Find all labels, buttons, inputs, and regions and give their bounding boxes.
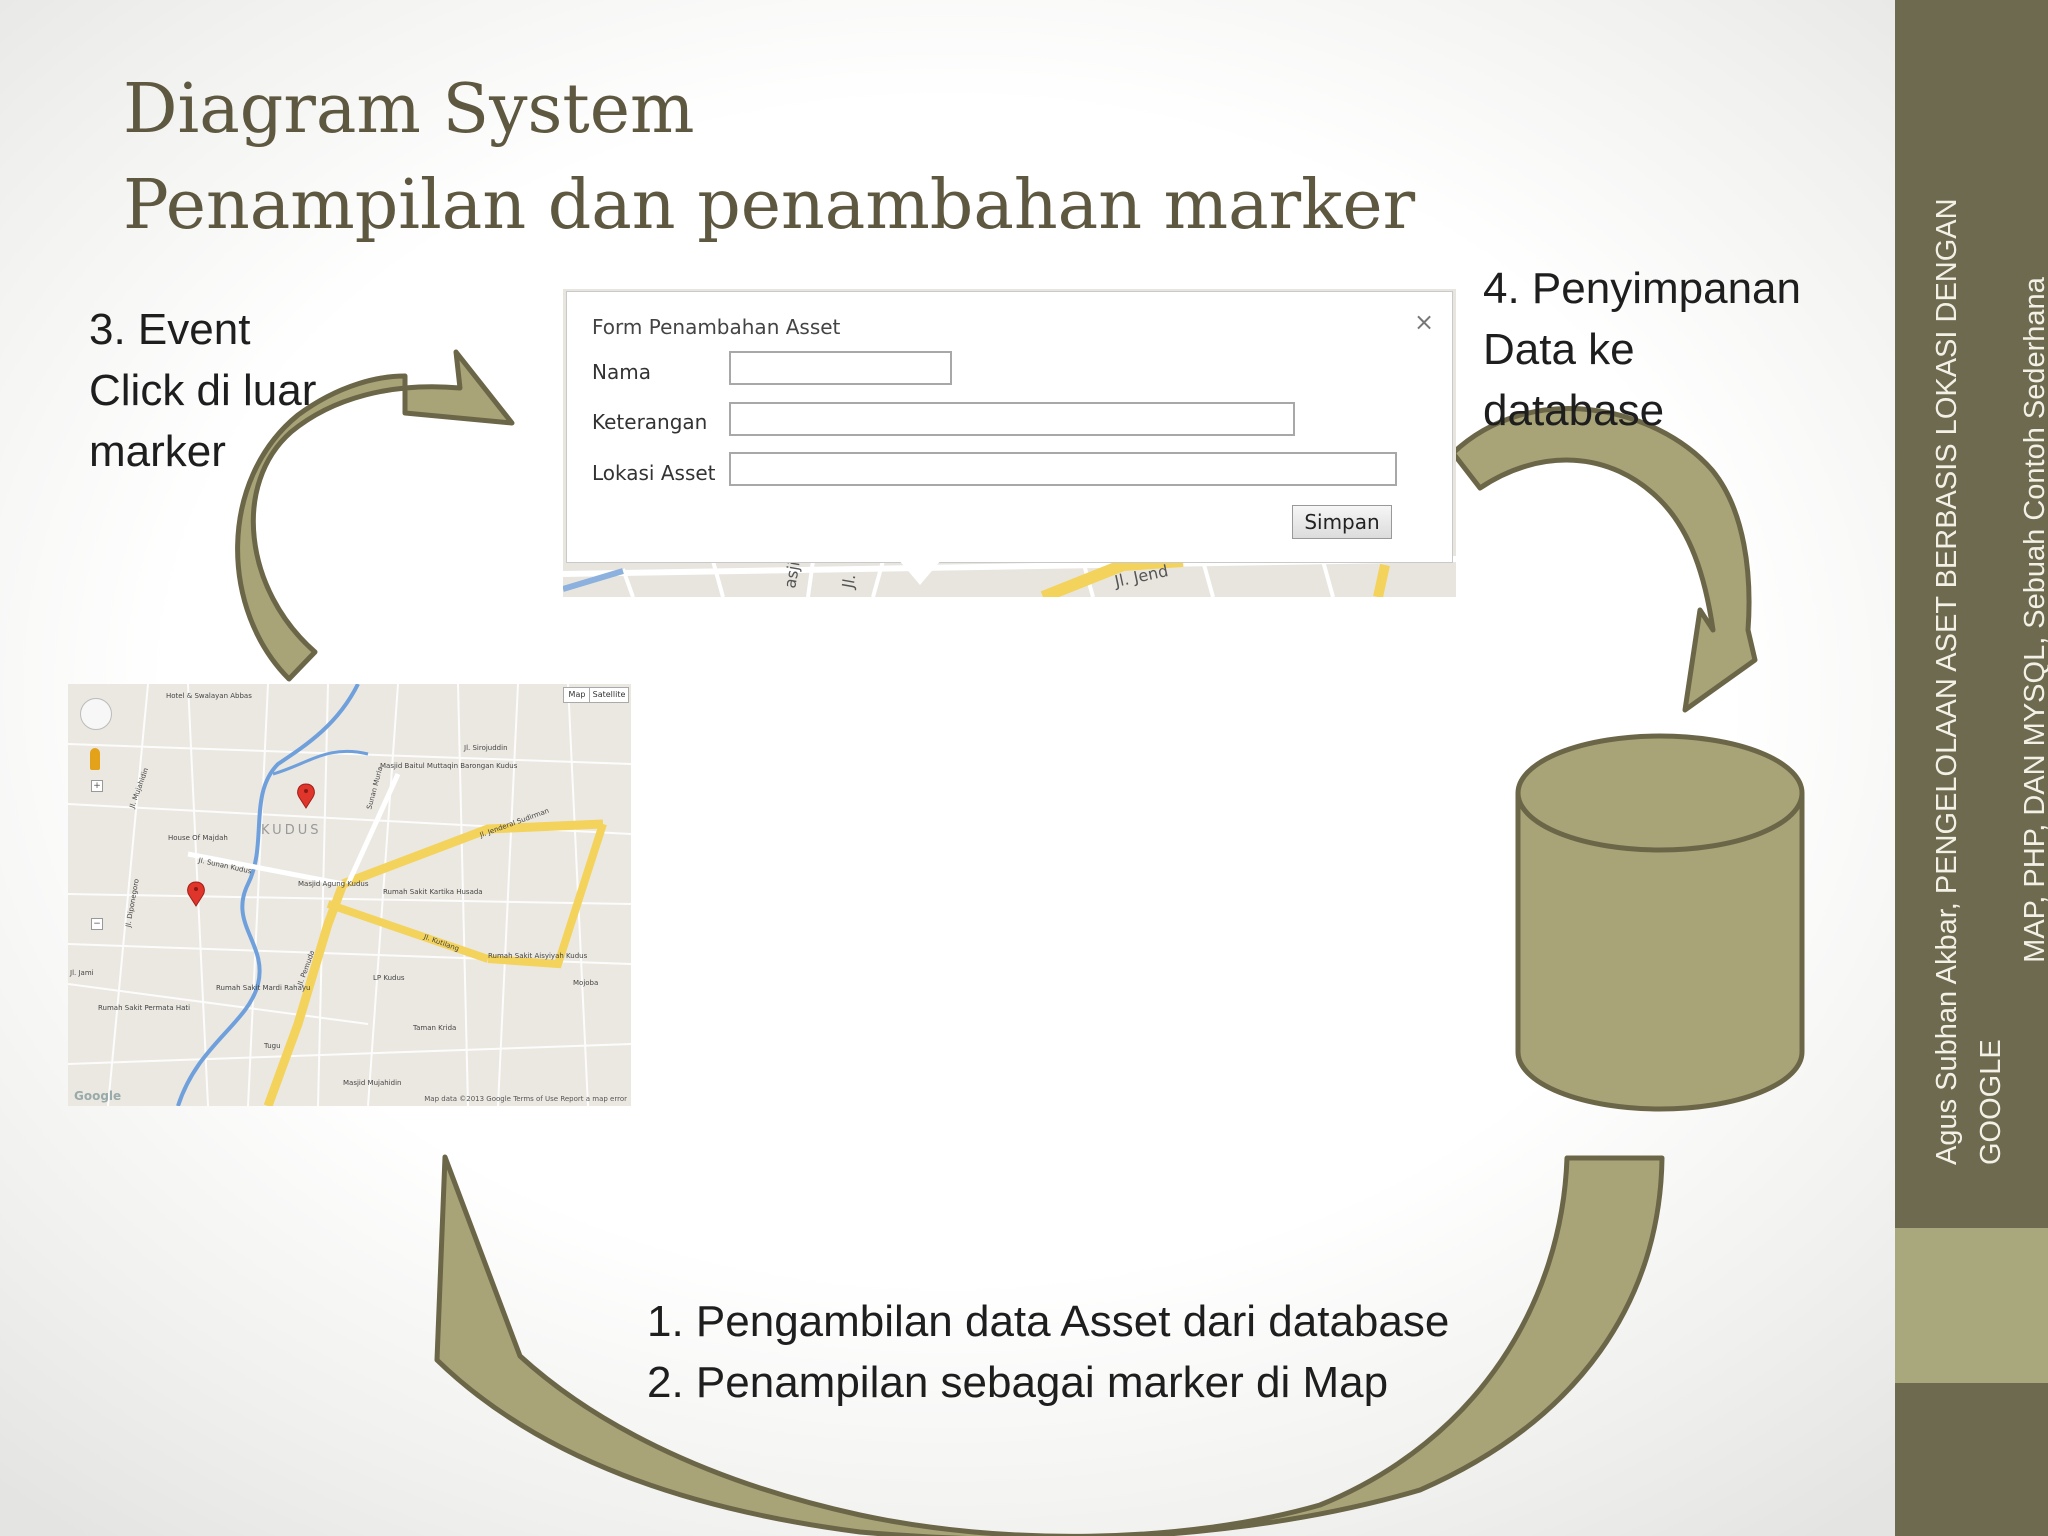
map-place-label: Tugu	[264, 1042, 281, 1050]
map-place-label: LP Kudus	[373, 974, 405, 982]
popup-street-2: Jl.	[838, 572, 859, 590]
map-place-label: Jl. Jami	[70, 969, 94, 977]
step-3-line-3: marker	[89, 427, 226, 476]
form-popup-screenshot: asjid Jl. Jl. Jend Form Penambahan Asset…	[563, 289, 1456, 597]
step-3-line-1: 3. Event	[89, 305, 251, 354]
map-place-label: Rumah Sakit Mardi Rahayu	[216, 984, 311, 992]
title-line-1: Diagram System	[123, 70, 695, 149]
map-canvas	[68, 684, 631, 1106]
lokasi-asset-label: Lokasi Asset	[592, 461, 716, 485]
map-place-label: Masjid Mujahidin	[343, 1079, 402, 1087]
nama-label: Nama	[592, 360, 651, 384]
sidebar-line-1: Agus Subhan Akbar, PENGELOLAAN ASET BERB…	[1931, 198, 2007, 1165]
zoom-in-button[interactable]: +	[91, 780, 103, 792]
step-3-line-2: Click di luar	[89, 366, 317, 415]
map-pin-icon[interactable]	[187, 881, 205, 907]
map-type-map-button[interactable]: Map	[563, 687, 591, 703]
steps-1-2-label: 1. Pengambilan data Asset dari database …	[647, 1291, 1449, 1413]
map-place-label: Rumah Sakit Kartika Husada	[383, 888, 483, 896]
keterangan-input[interactable]	[729, 402, 1295, 436]
pan-control[interactable]	[80, 698, 112, 730]
step-4-label: 4. Penyimpanan Data ke database	[1483, 258, 1801, 441]
map-footer: Map data ©2013 Google Terms of Use Repor…	[424, 1095, 627, 1103]
keterangan-label: Keterangan	[592, 410, 708, 434]
map-place-label: Mojoba	[573, 979, 599, 987]
city-label: KUDUS	[261, 823, 322, 838]
map-place-label: Masjid Baitul Muttaqin Barongan Kudus	[380, 762, 518, 770]
google-logo: Google	[74, 1089, 122, 1103]
map-place-label: Rumah Sakit Aisyiyah Kudus	[488, 952, 588, 960]
sidebar-band	[1895, 0, 2048, 1228]
step-4-line-1: 4. Penyimpanan	[1483, 264, 1801, 313]
sidebar-author-text: Agus Subhan Akbar, PENGELOLAAN ASET BERB…	[1925, 75, 2048, 1165]
form-title: Form Penambahan Asset	[592, 315, 841, 339]
popup-pointer	[898, 559, 942, 585]
asset-form-dialog: Form Penambahan Asset × Nama Keterangan …	[566, 291, 1453, 563]
step-3-label: 3. Event Click di luar marker	[89, 299, 316, 482]
step-4-line-2: Data ke	[1483, 325, 1635, 374]
map-pin-icon[interactable]	[297, 783, 315, 809]
map-place-label: House Of Majdah	[168, 834, 228, 842]
map-place-label: Jl. Sirojuddin	[464, 744, 508, 752]
street-view-pegman-icon[interactable]	[90, 748, 100, 770]
map-place-label: Hotel & Swalayan Abbas	[166, 692, 252, 700]
simpan-button[interactable]: Simpan	[1292, 505, 1392, 539]
sidebar-line-2: MAP, PHP, DAN MYSQL, Sebuah Contoh Seder…	[2019, 277, 2048, 963]
step-4-line-3: database	[1483, 386, 1665, 435]
map-screenshot[interactable]: + − Map Satellite KUDUS Hotel & Swalayan…	[68, 684, 631, 1106]
close-icon[interactable]: ×	[1414, 308, 1435, 336]
zoom-out-button[interactable]: −	[91, 918, 103, 930]
sidebar-bottom-block	[1895, 1383, 2048, 1536]
slide-title: Diagram System Penampilan dan penambahan…	[123, 62, 1415, 254]
step-1-line: 1. Pengambilan data Asset dari database	[647, 1297, 1450, 1346]
title-line-2: Penampilan dan penambahan marker	[123, 166, 1416, 245]
sidebar-accent-block	[1895, 1228, 2048, 1383]
map-place-label: Taman Krida	[413, 1024, 457, 1032]
nama-input[interactable]	[729, 351, 952, 385]
map-place-label: Rumah Sakit Permata Hati	[98, 1004, 191, 1012]
step-2-line: 2. Penampilan sebagai marker di Map	[647, 1358, 1389, 1407]
map-type-satellite-button[interactable]: Satellite	[589, 687, 629, 703]
lokasi-asset-input[interactable]	[729, 452, 1397, 486]
map-place-label: Masjid Agung Kudus	[298, 880, 369, 888]
